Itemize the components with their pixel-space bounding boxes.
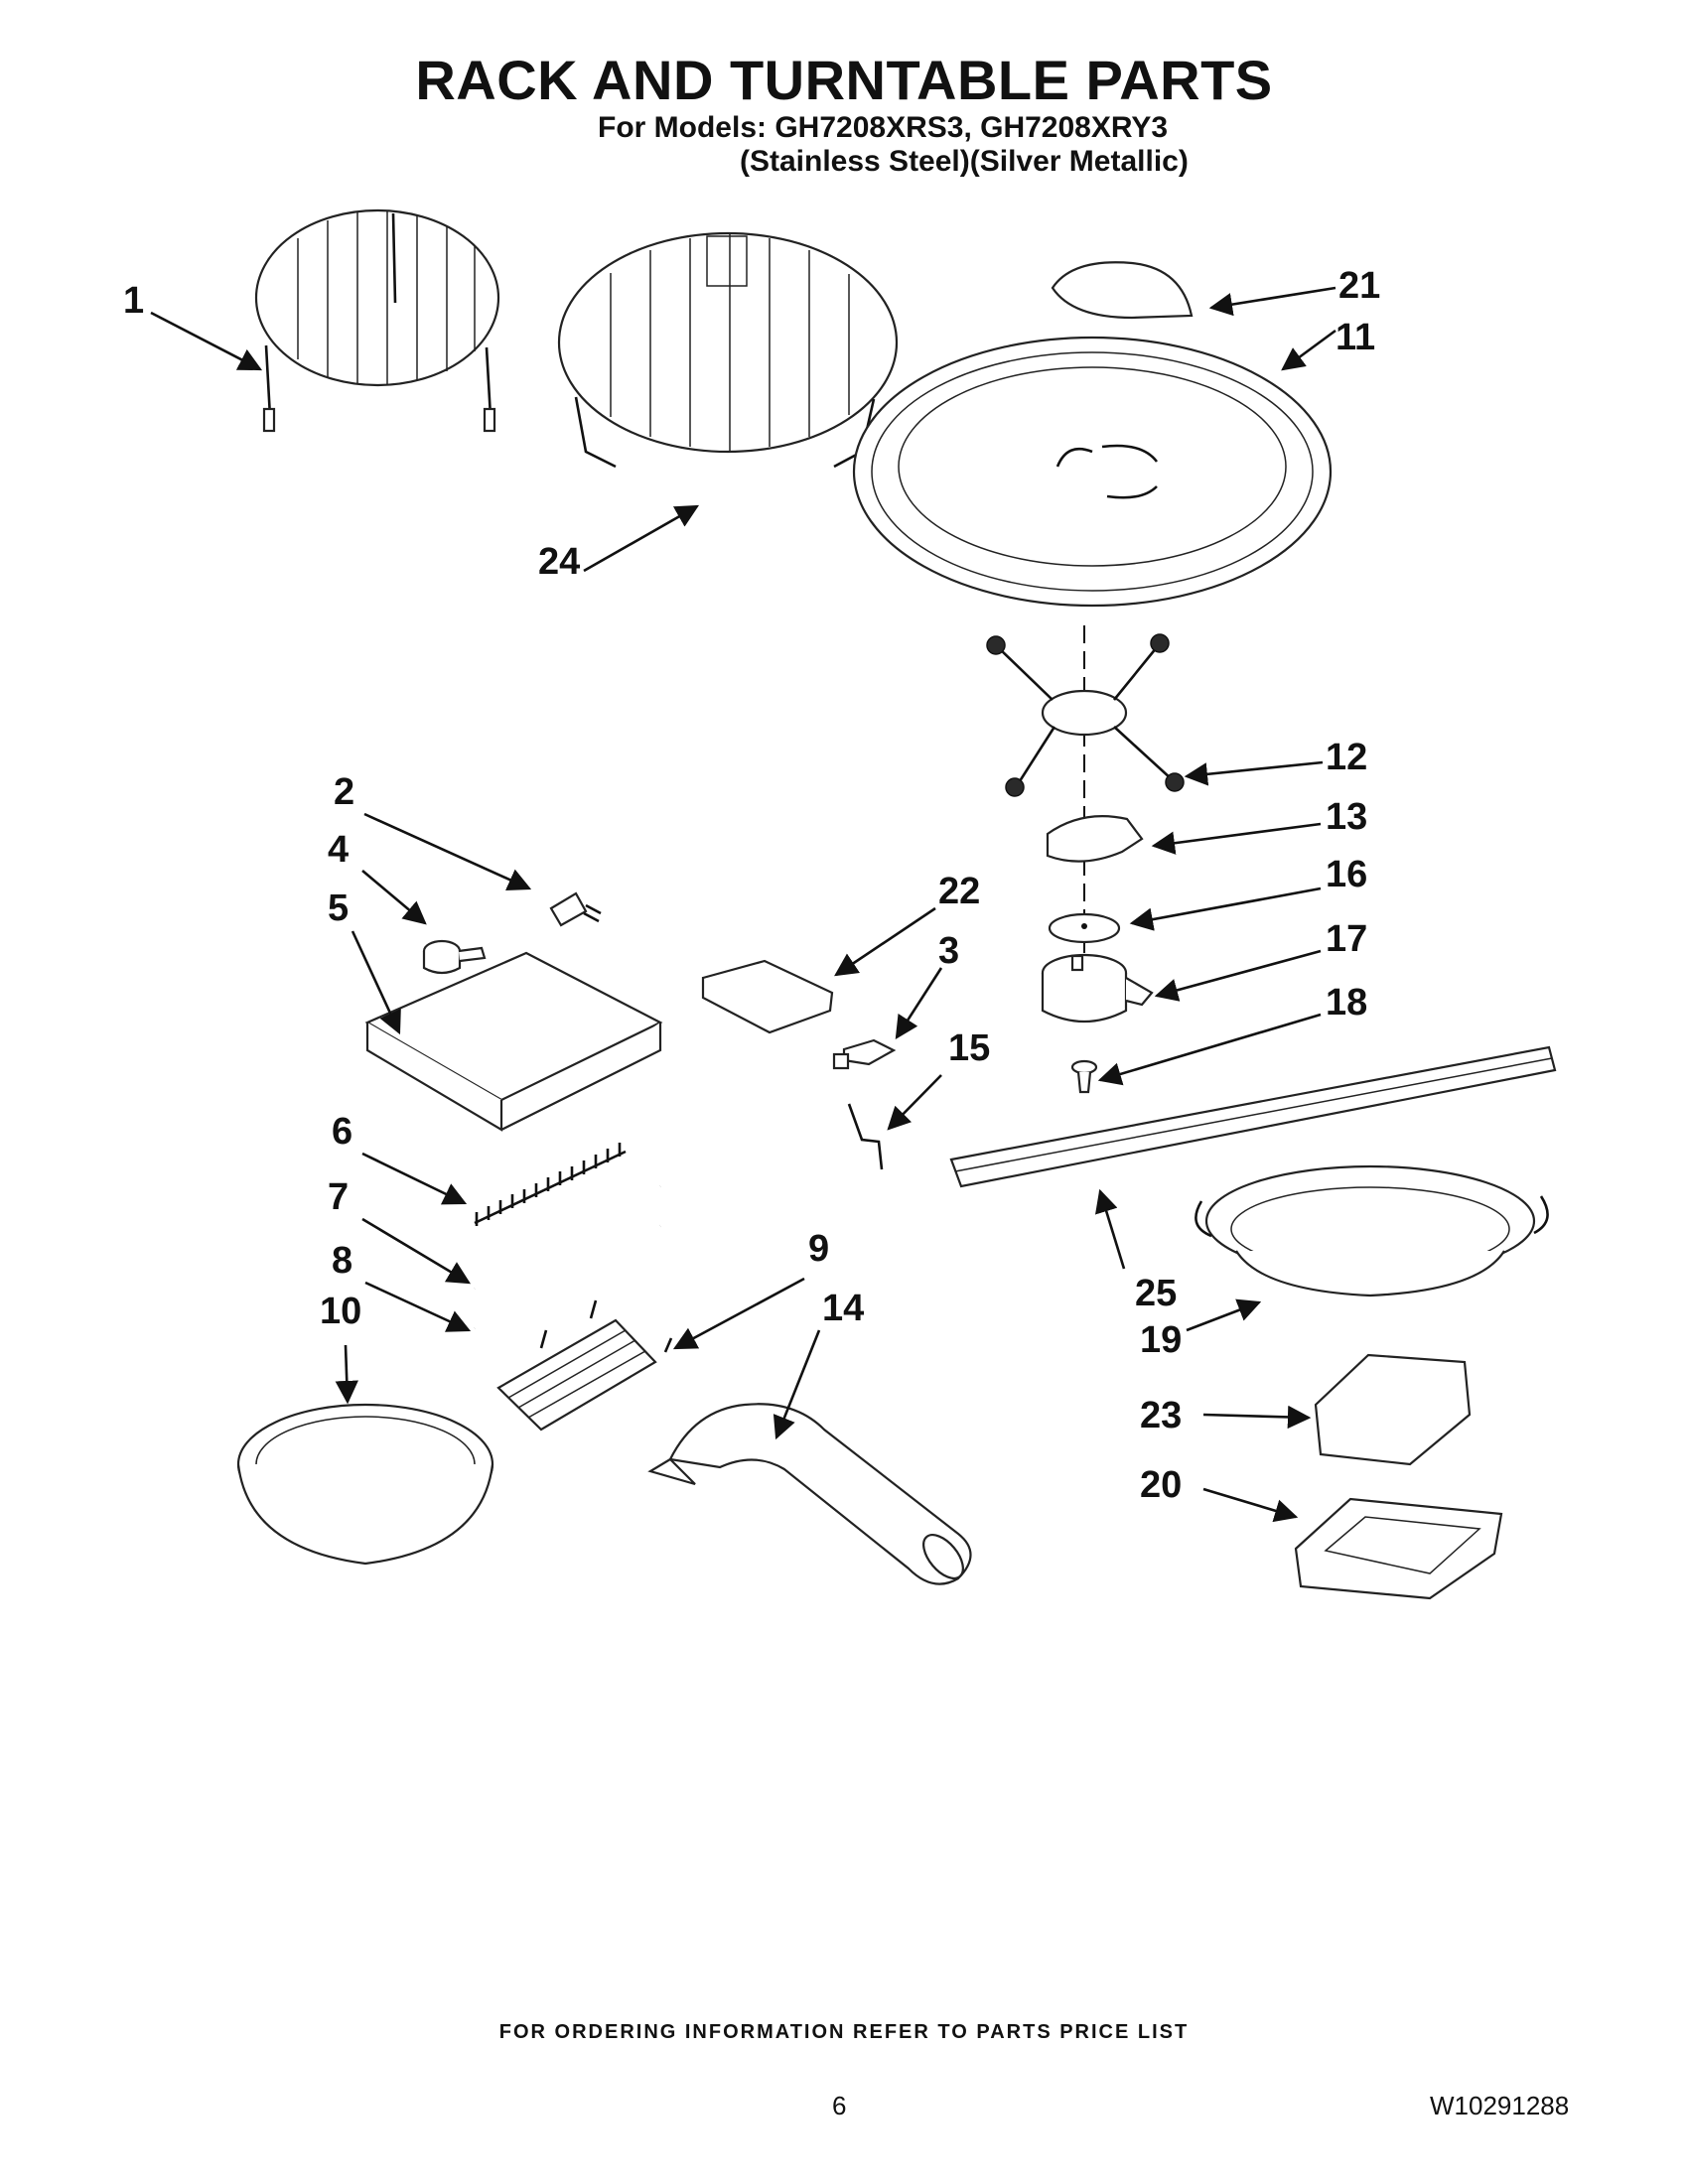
part-8-heater-tube	[474, 1224, 661, 1330]
part-22-plate	[701, 959, 834, 1034]
part-25-trim-strip	[949, 1045, 1557, 1188]
part-11-turntable-tray	[852, 336, 1333, 608]
part-2-connector	[549, 891, 602, 927]
callout-22: 22	[938, 871, 980, 912]
part-12-roller-support	[986, 633, 1185, 797]
callout-9: 9	[808, 1228, 829, 1270]
part-1-low-rack	[254, 208, 500, 433]
models-subtitle: For Models: GH7208XRS3, GH7208XRY3	[598, 111, 1169, 144]
leader-lines	[150, 286, 1336, 1523]
part-10-pan	[236, 1403, 494, 1566]
part-16-washer	[1048, 912, 1121, 944]
callout-15: 15	[948, 1027, 990, 1069]
callout-11: 11	[1336, 317, 1375, 358]
page-title: RACK AND TURNTABLE PARTS	[415, 49, 1273, 111]
callout-12: 12	[1326, 737, 1367, 778]
callout-8: 8	[332, 1240, 352, 1282]
part-20-frame	[1294, 1497, 1503, 1600]
part-23-pad	[1314, 1353, 1472, 1466]
callout-6: 6	[332, 1111, 352, 1153]
part-6-heater-spring	[474, 1143, 627, 1226]
callout-19: 19	[1140, 1319, 1182, 1361]
callout-5: 5	[328, 887, 349, 929]
part-4-thermostat	[422, 939, 487, 975]
callout-16: 16	[1326, 854, 1367, 895]
callout-17: 17	[1326, 918, 1367, 960]
callout-1: 1	[123, 280, 144, 322]
part-15-bracket	[847, 1103, 884, 1170]
callout-13: 13	[1326, 796, 1367, 838]
part-5-heater-housing	[364, 951, 663, 1132]
callout-24: 24	[538, 541, 580, 583]
document-number: W10291288	[1430, 2091, 1570, 2120]
callout-4: 4	[328, 829, 349, 871]
callout-3: 3	[938, 930, 959, 972]
part-14-handle	[647, 1403, 972, 1585]
callout-2: 2	[334, 771, 354, 813]
part-9-heater-guard	[496, 1299, 673, 1432]
callout-numbers: 1 2 3 4 5 6 7 8 9 10 11 12 13 14 15 16 1…	[123, 265, 1380, 1506]
callout-14: 14	[822, 1288, 864, 1329]
part-21-cover	[1051, 261, 1194, 320]
part-24-high-rack	[557, 231, 899, 469]
part-13-coupler	[1046, 815, 1144, 863]
finish-subtitle: (Stainless Steel)(Silver Metallic)	[740, 145, 1189, 178]
part-3-latch	[832, 1038, 897, 1070]
part-17-turntable-motor	[1041, 953, 1154, 1024]
page-number: 6	[832, 2091, 847, 2120]
callout-23: 23	[1140, 1395, 1182, 1436]
callout-21: 21	[1338, 265, 1380, 307]
part-18-screw	[1070, 1059, 1098, 1094]
part-19-crisper-pan	[1195, 1164, 1549, 1297]
callout-18: 18	[1326, 982, 1367, 1024]
callout-7: 7	[328, 1176, 349, 1218]
part-7-heater-tube	[474, 1184, 661, 1291]
callout-25: 25	[1135, 1273, 1177, 1314]
callout-20: 20	[1140, 1464, 1182, 1506]
ordering-note: FOR ORDERING INFORMATION REFER TO PARTS …	[498, 2021, 1190, 2043]
callout-10: 10	[320, 1291, 361, 1332]
